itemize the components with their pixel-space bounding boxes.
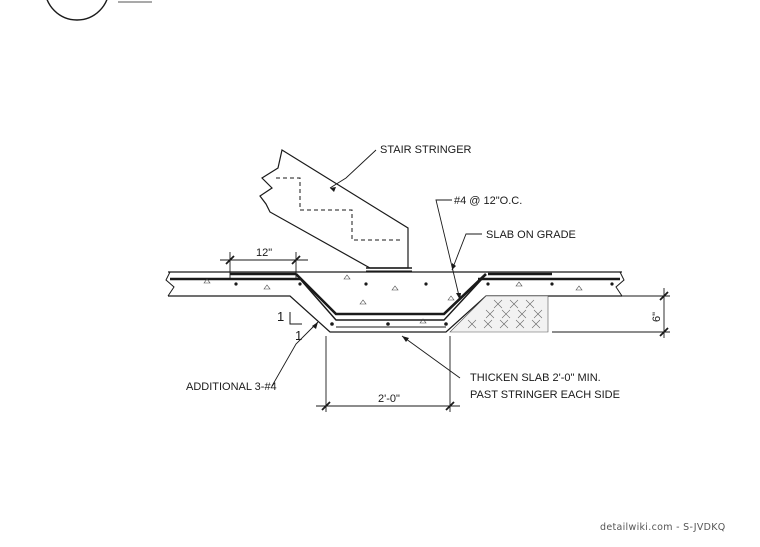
thickness-dimension [552,288,670,338]
stair-stringer-label: STAIR STRINGER [380,144,472,156]
leader-arrowheads [312,187,461,342]
detail-callout-bubble [46,0,152,21]
footer-watermark: detailwiki.com - S-JVDKQ [600,522,726,533]
slab-on-grade-label: SLAB ON GRADE [486,229,576,241]
stair-stringer [259,149,412,272]
concrete-aggregate [203,274,583,324]
additional-bars-label: ADDITIONAL 3-#4 [186,381,277,393]
rebar-spacing-label: #4 @ 12"O.C. [454,195,522,207]
slope-rise-text: 1 [277,309,284,324]
rebar-dots [234,282,614,326]
slab-outline [165,271,625,333]
slope-run-text: 1 [295,328,302,343]
thicken-slab-label-line2: PAST STRINGER EACH SIDE [470,389,620,401]
lap-dimension [220,252,308,278]
thickness-dimension-text: 6" [651,312,663,322]
slope-symbol [289,312,302,325]
thicken-slab-label-line1: THICKEN SLAB 2'-0" MIN. [470,372,601,384]
earth-hatch [449,295,549,333]
width-dimension [316,336,460,412]
lap-dimension-text: 12" [256,247,272,259]
width-dimension-text: 2'-0" [378,393,400,405]
slab-reinforcing [170,272,620,328]
